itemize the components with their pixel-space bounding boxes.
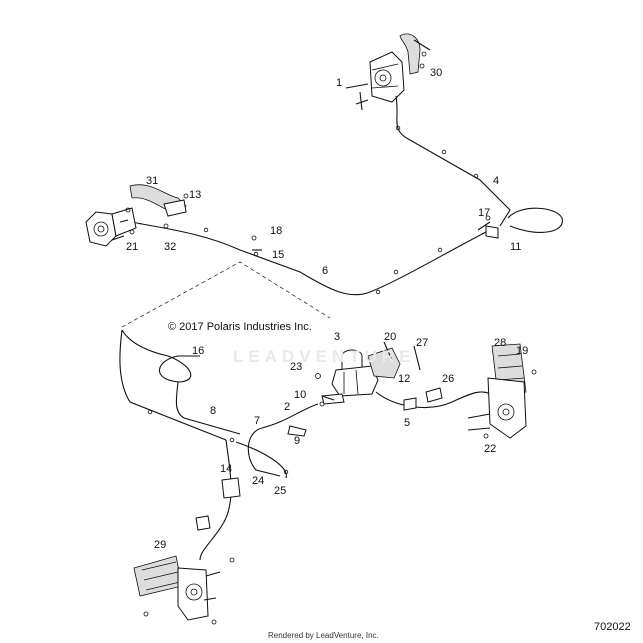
callout-24: 24 xyxy=(252,475,264,487)
brake-line-6 xyxy=(131,221,487,296)
nut-2 xyxy=(319,401,325,407)
callout-3: 3 xyxy=(334,331,340,343)
brake-line-7 xyxy=(247,403,319,477)
right-brake-caliper xyxy=(467,343,537,439)
clamp-14 xyxy=(221,477,241,499)
callout-32: 32 xyxy=(164,241,176,253)
watermark: LEADVENTURE xyxy=(233,347,416,366)
bolt-27 xyxy=(413,345,421,371)
callout-13: 13 xyxy=(189,189,201,201)
nut-23 xyxy=(315,373,321,379)
callout-8: 8 xyxy=(210,405,216,417)
callout-26: 26 xyxy=(442,373,454,385)
bolt-17 xyxy=(485,215,491,221)
callout-4: 4 xyxy=(493,175,499,187)
parking-brake-lever-top xyxy=(399,33,431,75)
lower-left-caliper xyxy=(133,555,235,625)
callout-5: 5 xyxy=(404,417,410,429)
callout-9: 9 xyxy=(294,435,300,447)
callout-19: 19 xyxy=(516,345,528,357)
left-upper-caliper xyxy=(85,207,137,247)
callout-11: 11 xyxy=(510,241,521,253)
callout-23: 23 xyxy=(290,361,302,373)
callout-27: 27 xyxy=(416,337,428,349)
callout-16: 16 xyxy=(192,345,204,357)
callout-10: 10 xyxy=(294,389,306,401)
callout-1: 1 xyxy=(336,77,342,89)
callout-30: 30 xyxy=(430,67,442,79)
brake-line-5 xyxy=(375,391,501,413)
copyright-notice: © 2017 Polaris Industries Inc. xyxy=(168,321,312,333)
bolt-18 xyxy=(251,235,257,241)
brake-line-8 xyxy=(121,329,241,435)
clamp-26 xyxy=(425,387,443,403)
fitting-10 xyxy=(321,395,335,401)
callout-21: 21 xyxy=(126,241,138,253)
callout-18: 18 xyxy=(270,225,282,237)
callout-14: 14 xyxy=(220,463,232,475)
callout-25: 25 xyxy=(274,485,286,497)
bolt-20 xyxy=(383,341,393,361)
callout-20: 20 xyxy=(384,331,396,343)
brake-line-25 xyxy=(235,441,287,479)
callout-31: 31 xyxy=(146,175,158,187)
callout-15: 15 xyxy=(272,249,284,261)
assembly-dashed-line xyxy=(121,261,331,328)
callout-2: 2 xyxy=(284,401,290,413)
callout-29: 29 xyxy=(154,539,166,551)
reservoir-bracket-12 xyxy=(367,347,401,379)
callout-6: 6 xyxy=(322,265,328,277)
fitting-9 xyxy=(287,425,307,437)
callout-12: 12 xyxy=(398,373,410,385)
callout-28: 28 xyxy=(494,337,506,349)
callout-7: 7 xyxy=(254,415,260,427)
brake-line-4 xyxy=(395,95,511,227)
callout-17: 17 xyxy=(478,207,490,219)
brake-line-24 xyxy=(199,439,232,561)
document-number: 702022 xyxy=(594,621,631,633)
callout-22: 22 xyxy=(484,443,496,455)
left-upper-lever xyxy=(129,184,189,229)
render-credit: Rendered by LeadVenture, Inc. xyxy=(268,631,379,640)
parking-brake-caliper-top xyxy=(345,51,405,111)
brake-loop-11 xyxy=(507,207,563,233)
